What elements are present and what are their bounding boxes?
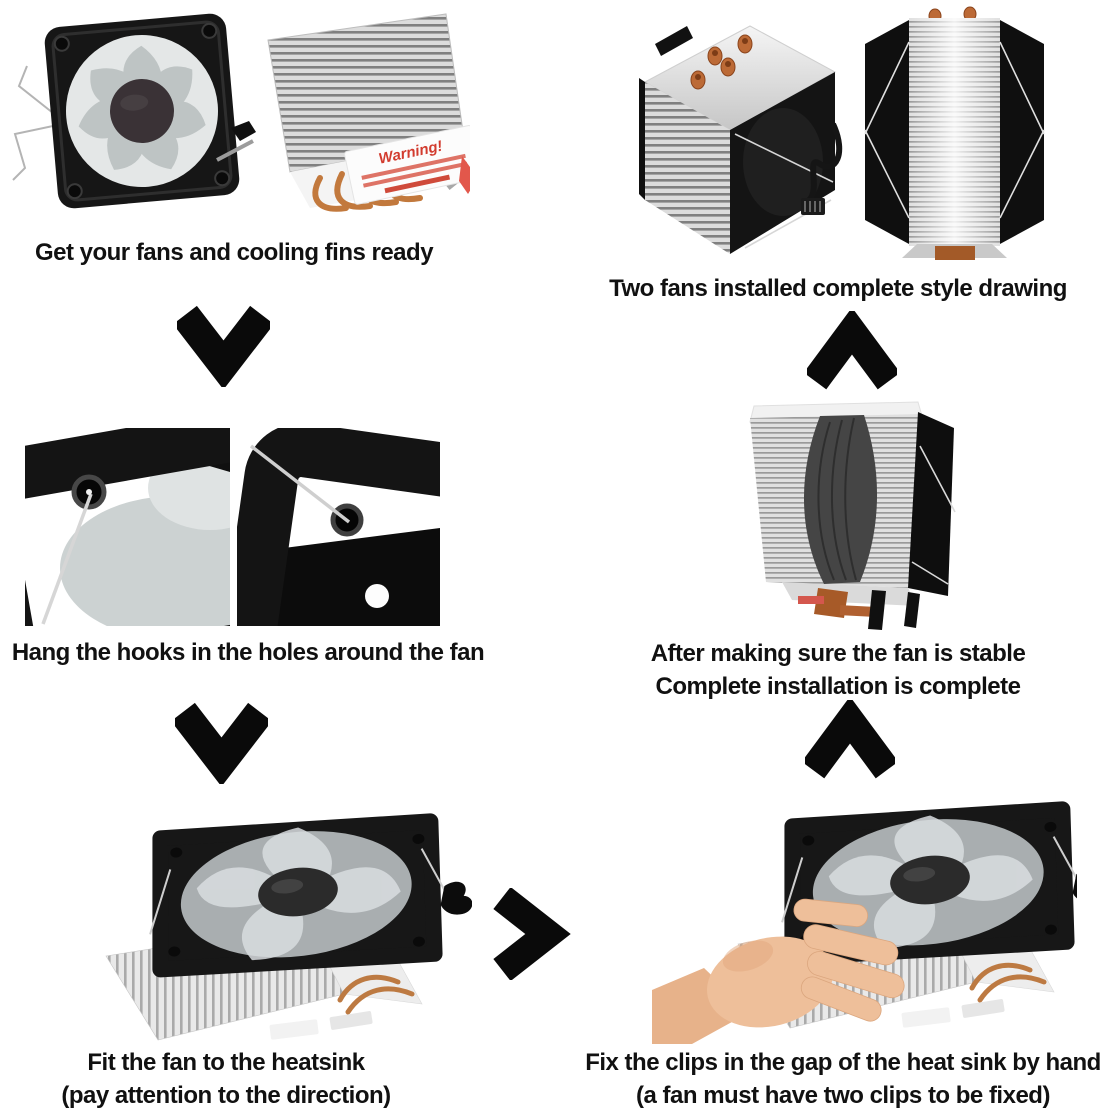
copper-base <box>935 246 975 260</box>
wire-hook <box>41 493 93 625</box>
wrist <box>652 968 750 1044</box>
fan-hub <box>110 79 174 143</box>
closeup-right <box>237 428 440 626</box>
arrow-right-icon <box>492 888 572 980</box>
left-fan <box>865 20 909 244</box>
photo-fan-on-heatsink <box>92 788 472 1046</box>
case-fan <box>44 13 240 209</box>
caption-step-fit-fan: Fit the fan to the heatsink (pay attenti… <box>61 1049 391 1109</box>
side-fan <box>908 412 954 596</box>
leg <box>904 592 920 628</box>
fan-connector <box>801 198 825 215</box>
caption-step-fix-clips: Fix the clips in the gap of the heat sin… <box>585 1049 1101 1109</box>
photo-two-fans-complete <box>595 4 1065 262</box>
caption-step-stable: After making sure the fan is stable Comp… <box>650 640 1026 700</box>
arrow-up-icon <box>805 700 895 780</box>
wire-clip <box>12 65 54 181</box>
fan-screw-holes <box>53 22 231 200</box>
clip-wires <box>864 41 1045 219</box>
caption-step-complete-drawing: Two fans installed complete style drawin… <box>609 275 1067 302</box>
fingers <box>793 898 905 1022</box>
screw-hole <box>365 584 389 608</box>
right-fan <box>1000 20 1044 244</box>
arrow-down-icon <box>175 700 268 784</box>
assembled-cooler-front <box>864 6 1045 260</box>
red-tab <box>798 596 824 604</box>
photo-hand-holding-cooler <box>652 782 1077 1044</box>
arrow-up-icon <box>807 311 897 391</box>
clip-wires <box>911 445 956 585</box>
fan-clip-latch <box>231 121 256 141</box>
photo-fan-and-heatsink: Warning! <box>5 8 470 233</box>
fan-cable <box>806 122 843 203</box>
copper-base <box>814 588 848 618</box>
center-channel <box>803 415 878 584</box>
arrow-down-icon <box>177 303 270 387</box>
heatsink: Warning! <box>267 13 470 212</box>
hand <box>652 898 905 1044</box>
fin-stack <box>645 82 730 254</box>
warning-sticker: Warning! <box>344 125 470 205</box>
sticker-ribbon <box>459 156 470 194</box>
caption-step-hang-hooks: Hang the hooks in the holes around the f… <box>11 639 485 666</box>
wire-hook <box>249 444 351 524</box>
caption-step-prepare: Get your fans and cooling fins ready <box>34 239 434 266</box>
photo-assembled-tower-side <box>722 392 967 630</box>
assembled-cooler-iso <box>639 25 843 254</box>
leg <box>868 590 886 630</box>
photo-hooks-in-fan-holes <box>25 428 440 626</box>
closeup-left <box>25 428 230 626</box>
